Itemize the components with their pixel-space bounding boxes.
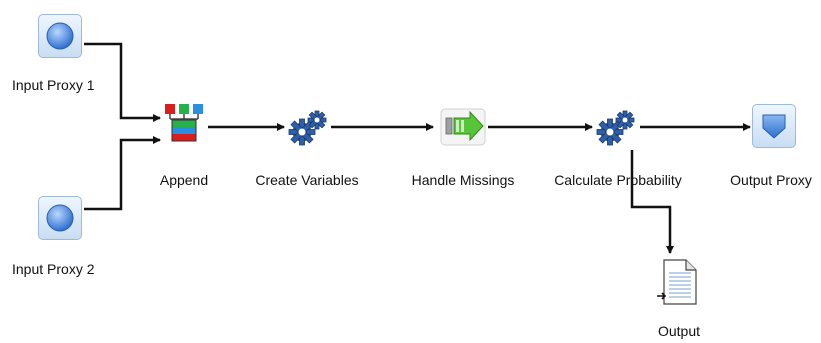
node-label: Handle Missings	[411, 172, 515, 188]
node-label: Append	[159, 172, 209, 188]
node-input-proxy-1[interactable]	[38, 14, 82, 58]
node-output-proxy[interactable]	[752, 104, 796, 148]
handle-missings-icon	[440, 108, 486, 146]
node-label: Output Proxy	[730, 172, 812, 188]
gears-icon	[288, 110, 327, 146]
node-label: Input Proxy 2	[12, 261, 95, 277]
gears-icon	[596, 110, 635, 146]
node-label: Calculate Probability	[554, 172, 682, 188]
document-output-icon	[657, 259, 697, 305]
node-create-variables[interactable]	[286, 106, 330, 150]
wire-calcprob-output[interactable]	[630, 150, 674, 254]
node-input-proxy-2[interactable]	[38, 196, 82, 240]
output-proxy-icon	[762, 114, 786, 139]
input-proxy-icon	[46, 204, 74, 232]
wire-input2-append[interactable]	[84, 136, 161, 211]
append-icon	[165, 104, 203, 142]
node-append[interactable]	[162, 102, 206, 146]
node-output[interactable]	[656, 258, 700, 305]
node-handle-missings[interactable]	[440, 105, 486, 149]
wire-input1-append[interactable]	[84, 42, 161, 122]
node-label: Create Variables	[255, 172, 359, 188]
node-label: Input Proxy 1	[12, 77, 95, 93]
input-proxy-icon	[46, 22, 74, 50]
node-calculate-probability[interactable]	[594, 106, 638, 150]
node-label: Output	[657, 323, 701, 339]
